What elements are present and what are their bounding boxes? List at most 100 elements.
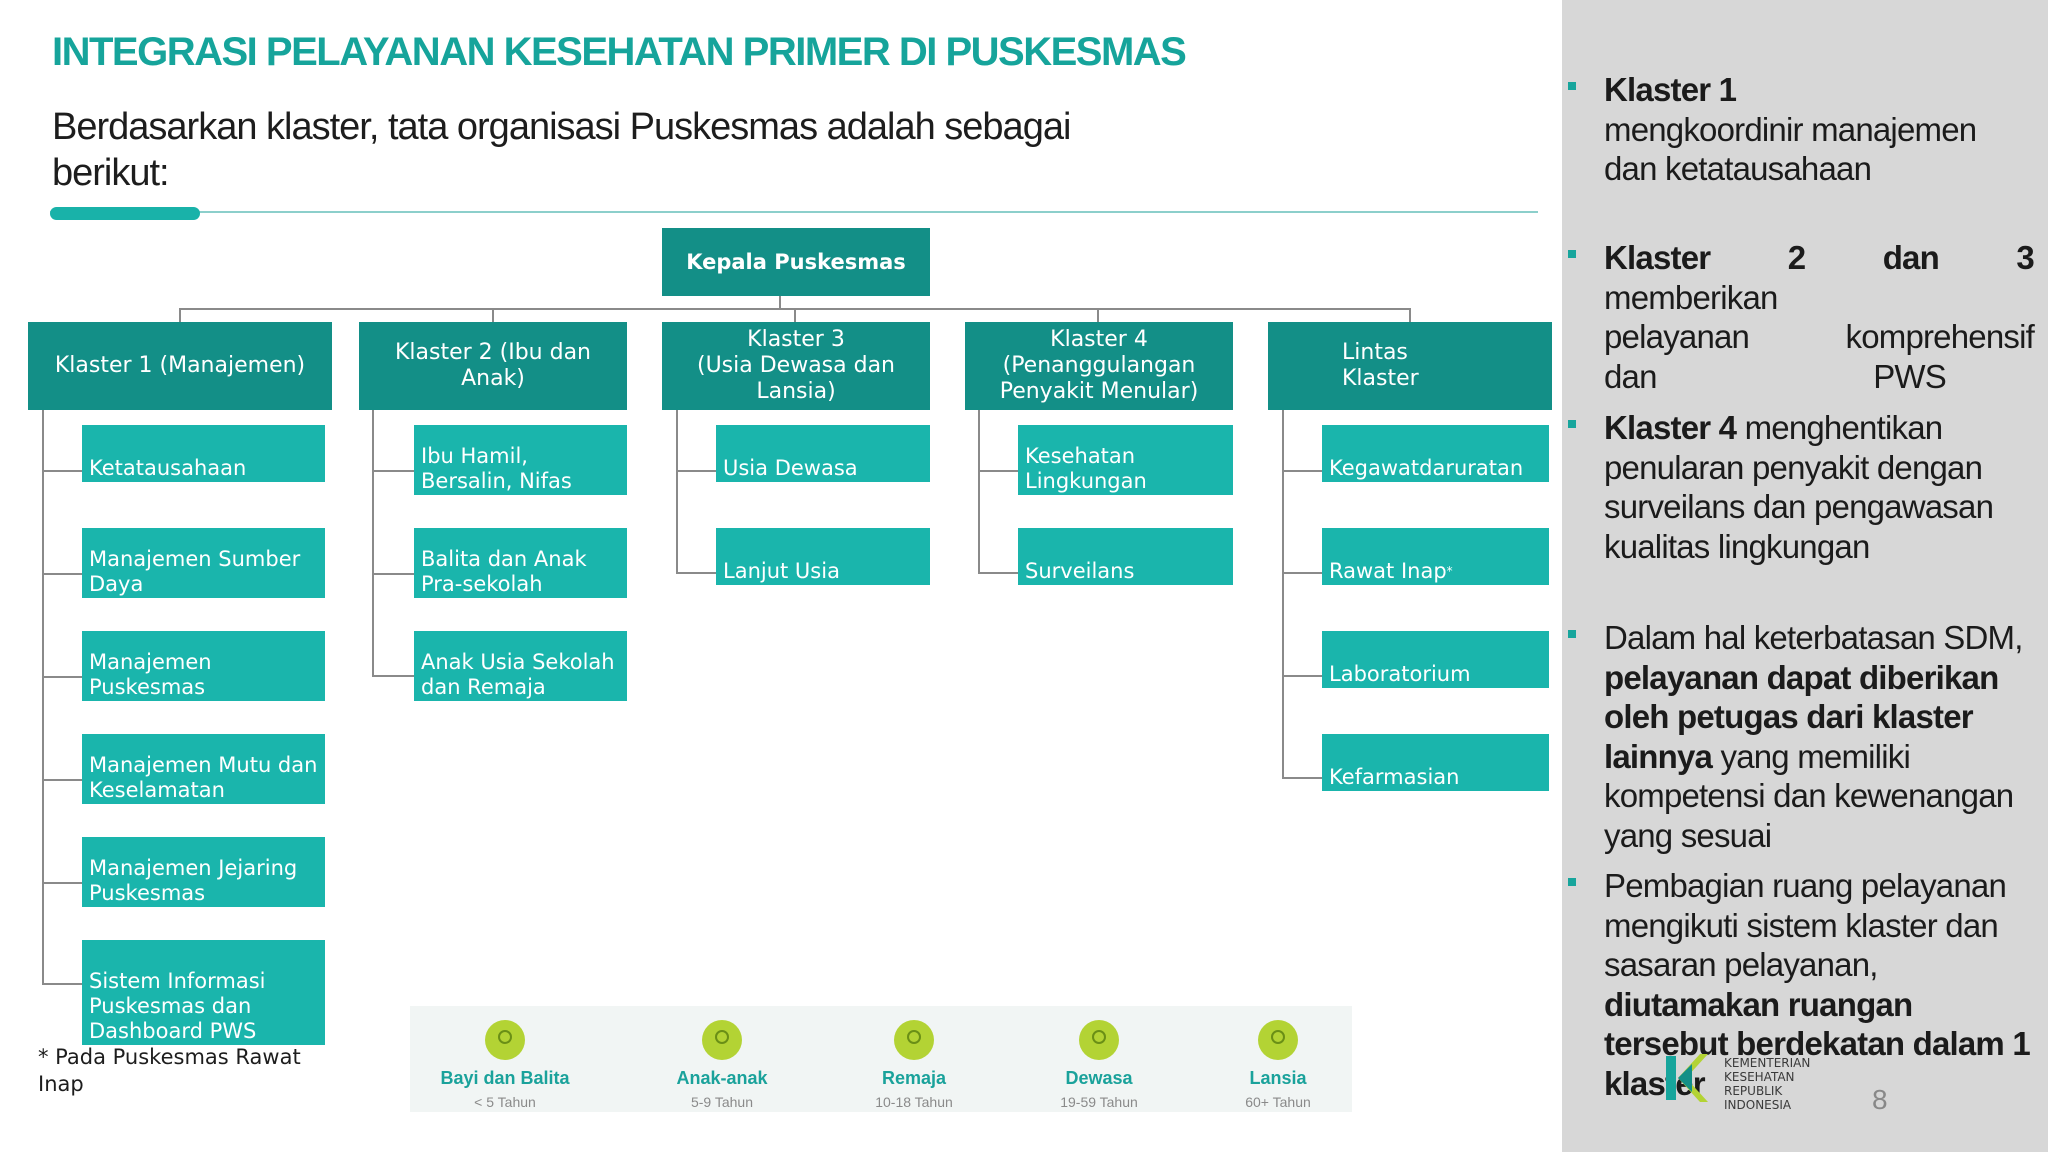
note-bold: Klaster 1 bbox=[1604, 71, 1737, 108]
age-group: Bayi dan Balita < 5 Tahun bbox=[425, 1006, 585, 1112]
bullet-square-icon bbox=[1568, 250, 1576, 258]
klaster-1-item: Manajemen Sumber Daya bbox=[82, 528, 325, 598]
logo-text: KEMENTERIAN KESEHATAN REPUBLIK INDONESIA bbox=[1724, 1056, 1810, 1112]
klaster-1-item: Sistem Informasi Puskesmas dan Dashboard… bbox=[82, 940, 325, 1045]
logo-text-line: REPUBLIK bbox=[1724, 1084, 1783, 1098]
note-text: memberikan bbox=[1604, 278, 1778, 316]
lintas-klaster-subtitle: Klaster bbox=[1342, 366, 1419, 391]
age-group: Dewasa 19-59 Tahun bbox=[1019, 1006, 1179, 1112]
family-icon bbox=[485, 1020, 525, 1060]
rawat-inap-label: Rawat Inap bbox=[1329, 559, 1447, 583]
klaster-2-item: Ibu Hamil, Bersalin, Nifas bbox=[414, 425, 627, 495]
connector bbox=[1282, 410, 1284, 778]
age-group-label: Lansia bbox=[1249, 1068, 1307, 1088]
klaster-1-header: Klaster 1 (Manajemen) bbox=[28, 322, 332, 410]
teen-icon bbox=[894, 1020, 934, 1060]
age-group-range: 19-59 Tahun bbox=[1060, 1094, 1138, 1110]
note-text: mengkoordinir manajemen dan ketatausahaa… bbox=[1604, 110, 1977, 188]
age-group-label: Dewasa bbox=[1065, 1068, 1133, 1088]
connector bbox=[1282, 675, 1322, 677]
connector bbox=[676, 470, 716, 472]
page-number: 8 bbox=[1872, 1084, 1888, 1115]
connector bbox=[42, 983, 82, 985]
logo-text-line: KESEHATAN bbox=[1724, 1070, 1795, 1084]
kepala-puskesmas-box: Kepala Puskesmas bbox=[662, 228, 930, 296]
notes-panel: Klaster 1 mengkoordinir manajemen dan ke… bbox=[1562, 0, 2048, 1152]
klaster-1-item: Manajemen Jejaring Puskesmas bbox=[82, 837, 325, 907]
klaster-3-item: Usia Dewasa bbox=[716, 425, 930, 482]
age-group-label: Bayi dan Balita bbox=[440, 1068, 570, 1088]
note-text: Pembagian ruang pelayanan mengikuti sist… bbox=[1604, 867, 2007, 983]
footnote: * Pada Puskesmas Rawat Inap bbox=[38, 1045, 301, 1096]
slide-title: INTEGRASI PELAYANAN KESEHATAN PRIMER DI … bbox=[52, 30, 1187, 74]
lintas-klaster-item: Rawat Inap* bbox=[1322, 528, 1549, 585]
klaster-3-header: Klaster 3 (Usia Dewasa dan Lansia) bbox=[662, 322, 930, 410]
lintas-klaster-item: Kefarmasian bbox=[1322, 734, 1549, 791]
bullet-square-icon bbox=[1568, 82, 1576, 90]
connector bbox=[1097, 308, 1099, 322]
connector bbox=[42, 882, 82, 884]
klaster-3-item: Lanjut Usia bbox=[716, 528, 930, 585]
age-group-label: Anak-anak bbox=[676, 1068, 768, 1088]
klaster-1-item: Manajemen Puskesmas bbox=[82, 631, 325, 701]
note-text: PWS bbox=[1873, 357, 1947, 395]
lintas-klaster-item: Laboratorium bbox=[1322, 631, 1549, 688]
elderly-icon bbox=[1258, 1020, 1298, 1060]
connector bbox=[42, 410, 44, 984]
connector bbox=[179, 308, 181, 322]
klaster-2-item: Balita dan Anak Pra-sekolah bbox=[414, 528, 627, 598]
klaster-4-title: Klaster 4 bbox=[1050, 327, 1148, 352]
klaster-4-item: Surveilans bbox=[1018, 528, 1233, 585]
logo-text-line: KEMENTERIAN bbox=[1724, 1056, 1811, 1070]
connector bbox=[676, 410, 678, 573]
note-text: komprehensif bbox=[1845, 318, 2035, 355]
bullet-square-icon bbox=[1568, 630, 1576, 638]
note-bullet: Klaster 2 dan 3 memberikan pelayanan kom… bbox=[1568, 238, 2035, 396]
connector bbox=[372, 470, 414, 472]
rawat-inap-mark: * bbox=[1446, 564, 1453, 578]
note-text: yang memiliki kompetensi dan kewenangan … bbox=[1604, 737, 2014, 854]
connector bbox=[42, 779, 82, 781]
age-group: Remaja 10-18 Tahun bbox=[834, 1006, 994, 1112]
note-text: Dalam hal keterbatasan SDM, bbox=[1604, 619, 2023, 656]
age-group-strip: Bayi dan Balita < 5 Tahun Anak-anak 5-9 … bbox=[410, 1006, 1352, 1112]
klaster-4-item: Kesehatan Lingkungan bbox=[1018, 425, 1233, 495]
connector bbox=[372, 410, 374, 676]
age-group: Lansia 60+ Tahun bbox=[1198, 1006, 1358, 1112]
note-text: menghentikan penularan penyakit dengan s… bbox=[1604, 409, 1994, 565]
note-bold: Klaster 4 bbox=[1604, 409, 1737, 446]
connector bbox=[492, 308, 494, 322]
connector bbox=[794, 308, 796, 322]
note-text: pelayanan bbox=[1604, 318, 1750, 355]
note-bullet: Klaster 4 menghentikan penularan penyaki… bbox=[1568, 408, 2034, 566]
connector bbox=[978, 572, 1018, 574]
logo-text-line: INDONESIA bbox=[1724, 1098, 1792, 1112]
note-text: dan bbox=[1604, 357, 1657, 395]
connector bbox=[42, 676, 82, 678]
bullet-square-icon bbox=[1568, 420, 1576, 428]
divider-line bbox=[50, 211, 1538, 213]
kemenkes-logo-icon bbox=[1666, 1054, 1708, 1102]
klaster-1-item: Manajemen Mutu dan Keselamatan bbox=[82, 734, 325, 804]
note-bold: 3 bbox=[2016, 239, 2034, 276]
connector bbox=[42, 573, 82, 575]
note-bold: 2 bbox=[1787, 239, 1806, 276]
note-bold: dan bbox=[1882, 239, 1940, 276]
connector bbox=[779, 296, 781, 308]
note-bold: pelayanan dapat diberikan oleh petugas d… bbox=[1604, 658, 1999, 775]
divider-accent bbox=[50, 207, 200, 220]
connector bbox=[372, 573, 414, 575]
age-group-label: Remaja bbox=[881, 1068, 947, 1088]
klaster-2-header: Klaster 2 (Ibu dan Anak) bbox=[359, 322, 627, 410]
lintas-klaster-header: Lintas Klaster bbox=[1268, 322, 1552, 410]
note-bullet: Klaster 1 mengkoordinir manajemen dan ke… bbox=[1568, 70, 2034, 189]
lintas-klaster-item: Kegawatdaruratan bbox=[1322, 425, 1549, 482]
age-group-range: 10-18 Tahun bbox=[875, 1094, 953, 1110]
note-bullet: Dalam hal keterbatasan SDM, pelayanan da… bbox=[1568, 618, 2034, 855]
connector bbox=[1409, 308, 1411, 322]
klaster-4-subtitle: (Penanggulangan Penyakit Menular) bbox=[999, 353, 1199, 404]
note-bold: diutamakan ruangan tersebut berdekatan d… bbox=[1604, 985, 2031, 1102]
klaster-1-item: Ketatausahaan bbox=[82, 425, 325, 482]
klaster-4-header: Klaster 4 (Penanggulangan Penyakit Menul… bbox=[965, 322, 1233, 410]
adult-icon bbox=[1079, 1020, 1119, 1060]
